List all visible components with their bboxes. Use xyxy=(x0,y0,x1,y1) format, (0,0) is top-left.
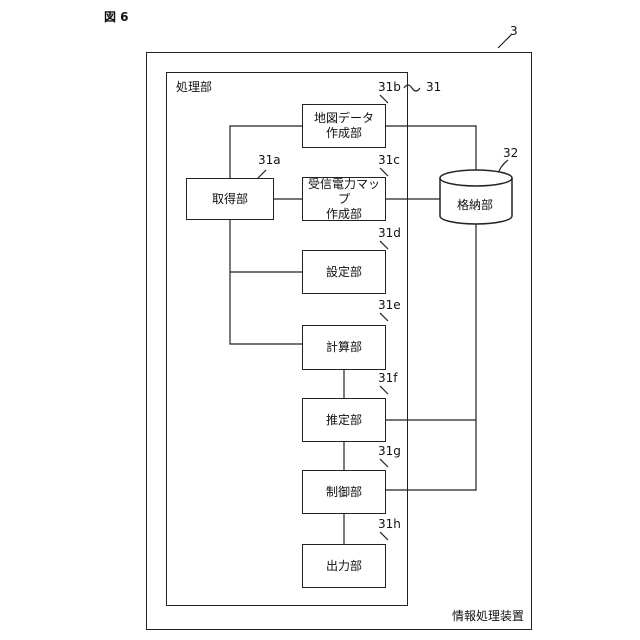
map-data-label-line2: 作成部 xyxy=(326,126,362,140)
power-map-label-line2: 作成部 xyxy=(326,207,362,221)
map-data-label-line1: 地図データ xyxy=(314,111,374,125)
control-unit-label: 制御部 xyxy=(326,485,362,500)
estimation-unit-ref: 31f xyxy=(378,371,398,385)
power-map-label-line1: 受信電力マップ xyxy=(308,177,380,206)
leader-31h xyxy=(380,532,388,540)
control-unit-ref: 31g xyxy=(378,444,401,458)
acquisition-unit: 取得部 xyxy=(186,178,274,220)
power-map-ref: 31c xyxy=(378,153,400,167)
leader-31d xyxy=(380,241,388,249)
calculation-unit: 計算部 xyxy=(302,325,386,370)
setting-unit: 設定部 xyxy=(302,250,386,294)
output-unit-ref: 31h xyxy=(378,517,401,531)
output-unit-label: 出力部 xyxy=(326,559,362,574)
processing-unit-leader-line xyxy=(404,85,420,91)
calculation-unit-ref: 31e xyxy=(378,298,401,312)
control-unit: 制御部 xyxy=(302,470,386,514)
estimation-unit: 推定部 xyxy=(302,398,386,442)
acquisition-unit-label: 取得部 xyxy=(212,192,248,207)
acquisition-unit-ref: 31a xyxy=(258,153,281,167)
calculation-unit-label: 計算部 xyxy=(326,340,362,355)
output-unit: 出力部 xyxy=(302,544,386,588)
storage-ref: 32 xyxy=(503,146,518,160)
leader-31b xyxy=(380,95,388,103)
leader-31a xyxy=(258,170,266,178)
line-acquire-to-calc xyxy=(230,220,302,344)
leader-31g xyxy=(380,459,388,467)
map-data-creation-unit: 地図データ作成部 xyxy=(302,104,386,148)
leader-31f xyxy=(380,386,388,394)
estimation-unit-label: 推定部 xyxy=(326,413,362,428)
leader-31c xyxy=(380,168,388,176)
setting-unit-label: 設定部 xyxy=(326,265,362,280)
setting-unit-ref: 31d xyxy=(378,226,401,240)
leader-31e xyxy=(380,313,388,321)
received-power-map-creation-unit: 受信電力マップ作成部 xyxy=(302,177,386,221)
storage-label: 格納部 xyxy=(438,196,512,213)
device-leader-line xyxy=(498,34,512,48)
map-data-ref: 31b xyxy=(378,80,401,94)
